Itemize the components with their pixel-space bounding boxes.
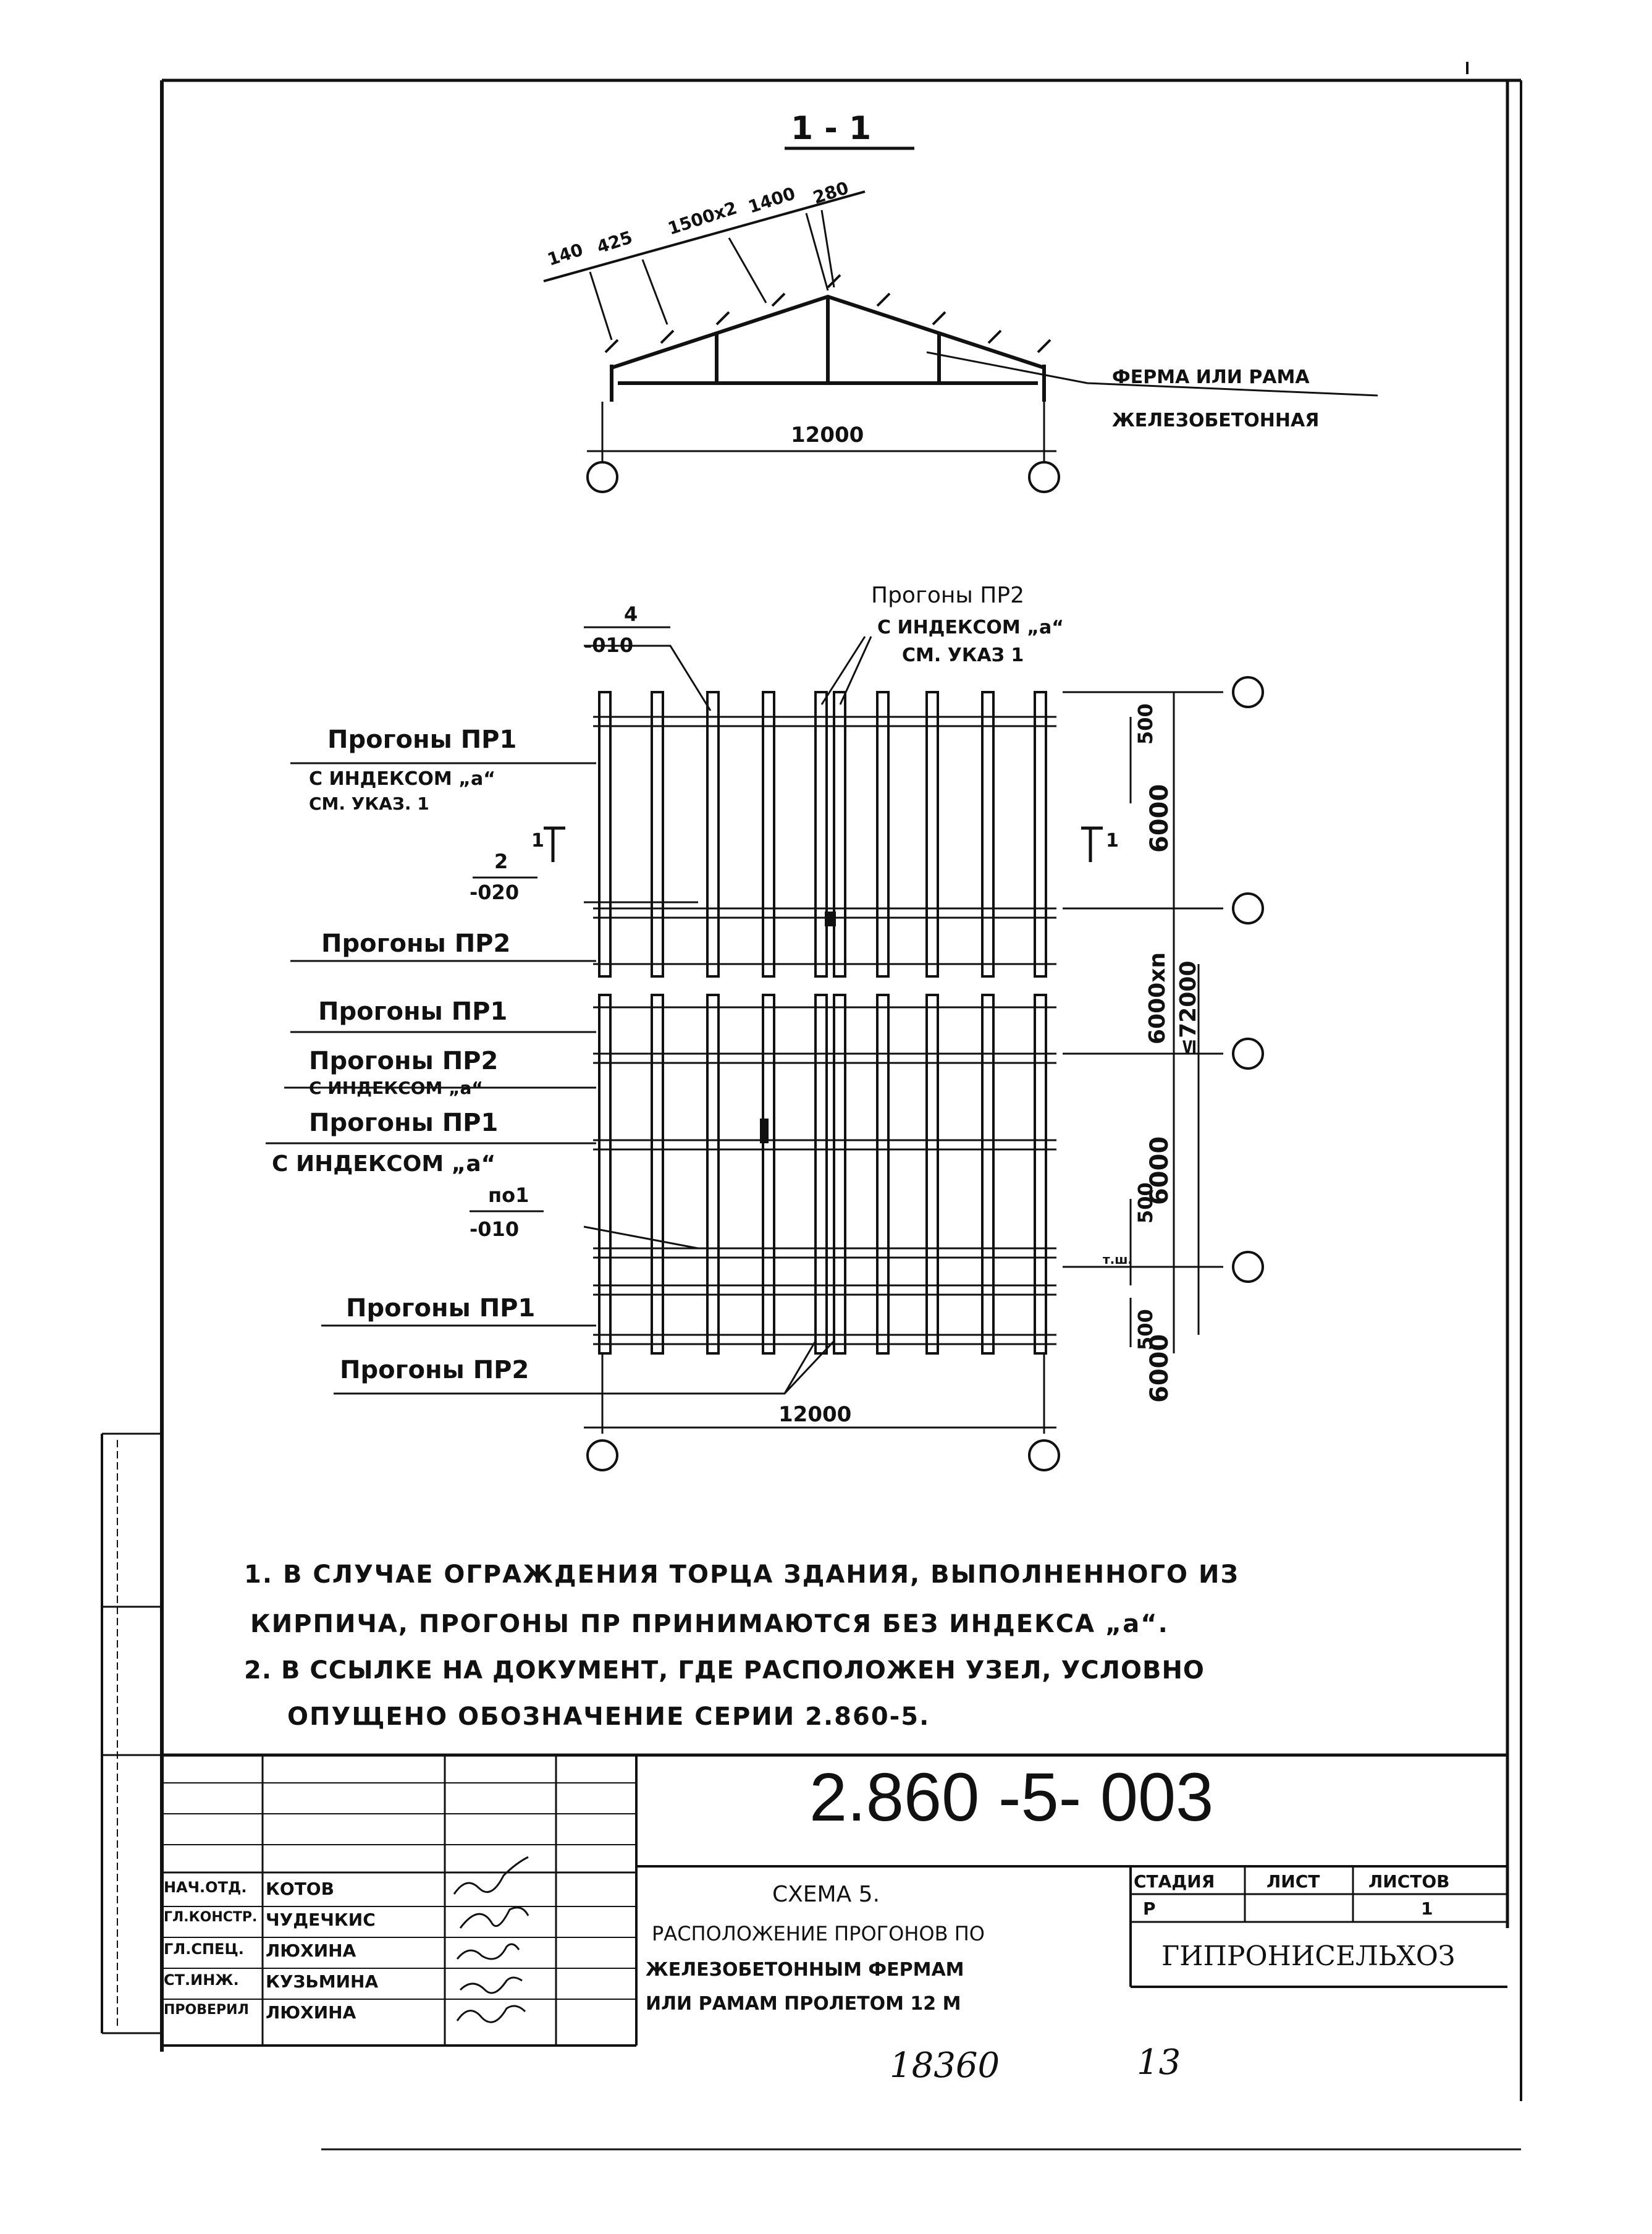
svg-text:4: 4: [624, 603, 638, 626]
plan-span: 12000: [778, 1402, 851, 1427]
role-1: НАЧ.ОТД.: [164, 1879, 247, 1896]
page-number: 13: [1137, 2042, 1181, 2083]
svg-text:6000хn: 6000хn: [1145, 952, 1170, 1044]
svg-text:Прогоны ПР1: Прогоны ПР1: [346, 1294, 535, 1322]
name-2: ЧУДЕЧКИС: [266, 1910, 376, 1930]
note-1-line-2: КИРПИЧА, ПРОГОНЫ ПР ПРИНИМАЮТСЯ БЕЗ ИНДЕ…: [250, 1610, 1169, 1638]
svg-text:2: 2: [494, 850, 508, 873]
svg-text:СМ. УКАЗ 1: СМ. УКАЗ 1: [902, 645, 1024, 666]
svg-text:500: 500: [1134, 1182, 1157, 1224]
svg-text:С ИНДЕКСОМ „а“: С ИНДЕКСОМ „а“: [272, 1151, 495, 1177]
svg-text:Прогоны ПР2: Прогоны ПР2: [340, 1356, 529, 1384]
role-4: СТ.ИНЖ.: [164, 1971, 239, 1989]
note-2-line-2: ОПУЩЕНО ОБОЗНАЧЕНИЕ СЕРИИ 2.860-5.: [287, 1703, 930, 1731]
svg-text:-020: -020: [470, 881, 519, 904]
document-number: 2.860 -5- 003: [809, 1759, 1214, 1835]
svg-text:6000: 6000: [1145, 784, 1174, 853]
name-4: КУЗЬМИНА: [266, 1971, 379, 1992]
sheets-header: ЛИСТОВ: [1368, 1871, 1450, 1892]
svg-text:Прогоны ПР2: Прогоны ПР2: [321, 929, 510, 958]
svg-text:Прогоны ПР1: Прогоны ПР1: [318, 997, 507, 1026]
svg-text:500: 500: [1134, 703, 1157, 745]
truss-label-2: ЖЕЛЕЗОБЕТОННАЯ: [1112, 410, 1319, 431]
role-5: ПРОВЕРИЛ: [164, 2002, 249, 2018]
svg-text:6000: 6000: [1145, 1136, 1174, 1205]
name-5: ЛЮХИНА: [266, 2002, 356, 2023]
note-2-line-1: 2. В ССЫЛКЕ НА ДОКУМЕНТ, ГДЕ РАСПОЛОЖЕН …: [244, 1656, 1205, 1685]
stage-header: СТАДИЯ: [1134, 1871, 1215, 1892]
drawing-title-3: ЖЕЛЕЗОБЕТОННЫМ ФЕРМАМ: [646, 1959, 964, 1981]
section-title: 1 - 1: [791, 110, 871, 147]
svg-text:-010: -010: [470, 1217, 519, 1241]
sheet-header: ЛИСТ: [1266, 1871, 1320, 1892]
svg-text:СМ. УКАЗ. 1: СМ. УКАЗ. 1: [309, 793, 429, 814]
svg-text:С ИНДЕКСОМ „а“: С ИНДЕКСОМ „а“: [309, 1078, 483, 1098]
name-3: ЛЮХИНА: [266, 1940, 356, 1961]
drawing-title-2: РАСПОЛОЖЕНИЕ ПРОГОНОВ ПО: [652, 1922, 985, 1945]
svg-text:6000: 6000: [1145, 1334, 1174, 1403]
svg-text:С ИНДЕКСОМ „а“: С ИНДЕКСОМ „а“: [877, 617, 1064, 638]
section-span: 12000: [791, 423, 864, 447]
drawing-title-4: ИЛИ РАМАМ ПРОЛЕТОМ 12 М: [646, 1993, 961, 2015]
svg-text:Прогоны ПР2: Прогоны ПР2: [309, 1047, 498, 1075]
organization-name: ГИПРОНИСЕЛЬХОЗ: [1161, 1940, 1456, 1972]
svg-text:по1: по1: [488, 1183, 529, 1207]
drawing-title-1: СХЕМА 5.: [772, 1882, 880, 1907]
sheets-value: 1: [1421, 1898, 1433, 1919]
role-2: ГЛ.КОНСТР.: [164, 1910, 258, 1925]
stage-value: Р: [1143, 1898, 1156, 1919]
svg-text:С ИНДЕКСОМ „а“: С ИНДЕКСОМ „а“: [309, 768, 495, 790]
svg-text:500: 500: [1134, 1309, 1157, 1350]
note-1-line-1: 1. В СЛУЧАЕ ОГРАЖДЕНИЯ ТОРЦА ЗДАНИЯ, ВЫП…: [244, 1560, 1239, 1589]
truss-label-1: ФЕРМА ИЛИ РАМА: [1112, 366, 1310, 388]
svg-text:Прогоны ПР1: Прогоны ПР1: [309, 1109, 498, 1137]
svg-text:т.ш.: т.ш.: [1103, 1252, 1132, 1267]
role-3: ГЛ.СПЕЦ.: [164, 1940, 244, 1958]
name-1: КОТОВ: [266, 1879, 334, 1899]
svg-text:1: 1: [1106, 830, 1119, 852]
svg-text:-010: -010: [584, 633, 633, 657]
svg-text:≤72000: ≤72000: [1176, 961, 1201, 1057]
svg-text:Прогоны ПР2: Прогоны ПР2: [871, 583, 1024, 608]
inventory-number: 18360: [890, 2046, 1000, 2086]
svg-text:1: 1: [531, 830, 544, 852]
svg-text:Прогоны ПР1: Прогоны ПР1: [327, 726, 516, 754]
